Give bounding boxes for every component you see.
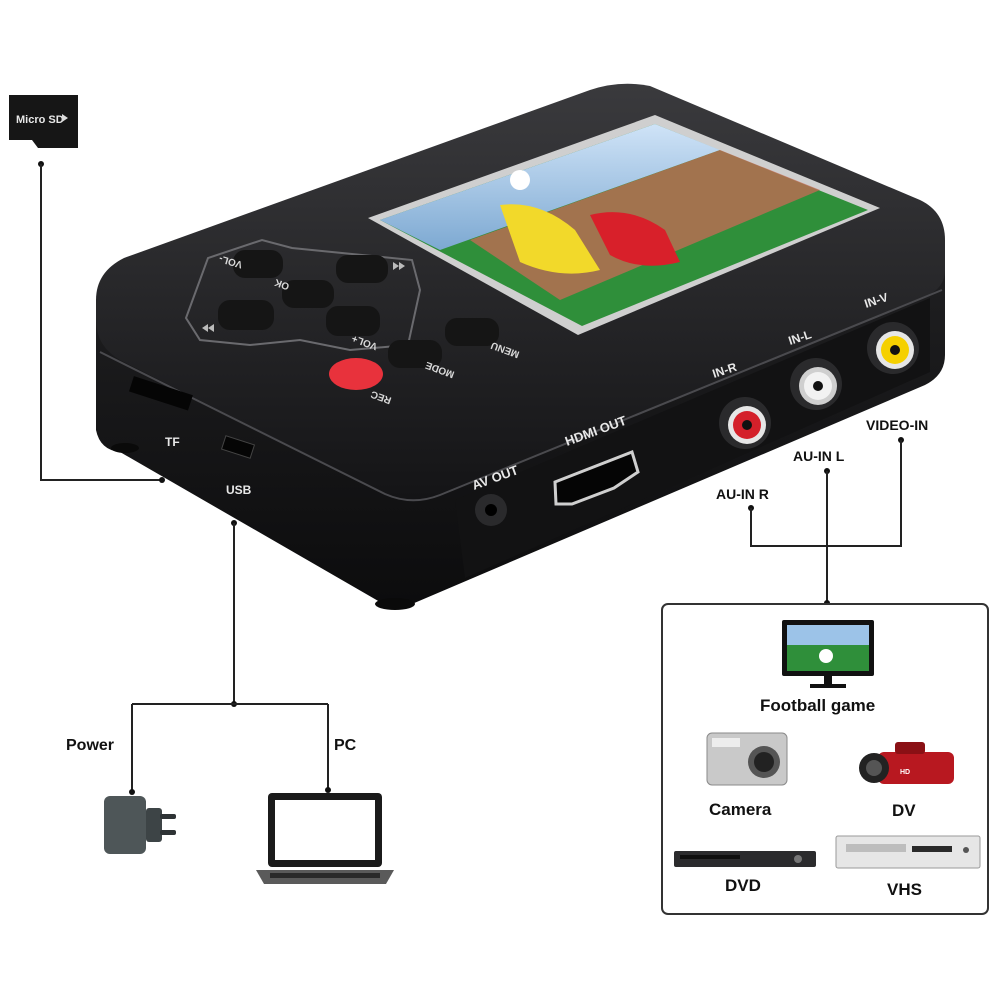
display-screen (380, 124, 868, 326)
laptop-icon (256, 793, 394, 884)
rec-button[interactable] (329, 358, 383, 390)
video-in-label: VIDEO-IN (866, 417, 928, 433)
au-in-r-label: AU-IN R (716, 486, 769, 502)
ball-icon (510, 170, 530, 190)
source-camera: Camera (709, 800, 772, 819)
source-football-game: Football game (760, 696, 875, 715)
prev-button[interactable] (218, 300, 274, 330)
camera-icon (706, 732, 788, 786)
ok-button[interactable] (282, 280, 334, 308)
vol-plus-button[interactable] (326, 306, 380, 336)
au-in-l-label: AU-IN L (793, 448, 845, 464)
micro-sd-card: Micro SD (9, 95, 78, 148)
usb-label: USB (226, 483, 252, 497)
source-dvd: DVD (725, 876, 761, 895)
svg-text:HD: HD (900, 769, 910, 776)
pc-label: PC (334, 737, 357, 754)
camcorder-icon: HD (859, 742, 954, 784)
video-capture-device: VOL- OK VOL+ MODE MENU REC TF USB AV OUT… (96, 83, 945, 610)
dvd-player-icon (674, 851, 816, 867)
power-adapter-icon (104, 796, 176, 854)
source-dv: DV (892, 801, 916, 820)
in-l-label: IN-L (787, 327, 814, 348)
power-label: Power (66, 737, 114, 754)
tf-label: TF (165, 435, 180, 449)
hdmi-port (553, 450, 640, 506)
ok-label: OK (272, 276, 291, 292)
vhs-player-icon (835, 835, 981, 869)
source-vhs: VHS (887, 880, 922, 899)
fast-forward-icon (393, 262, 405, 270)
play-icon (62, 114, 68, 122)
mode-button[interactable] (388, 340, 442, 368)
vol-minus-button[interactable] (233, 250, 283, 278)
menu-button[interactable] (445, 318, 499, 346)
tf-slot (128, 376, 193, 411)
usb-port (220, 435, 256, 459)
rewind-icon (202, 324, 214, 332)
tv-icon (782, 620, 874, 688)
next-button[interactable] (336, 255, 388, 283)
sd-card-label: Micro SD (16, 114, 64, 126)
